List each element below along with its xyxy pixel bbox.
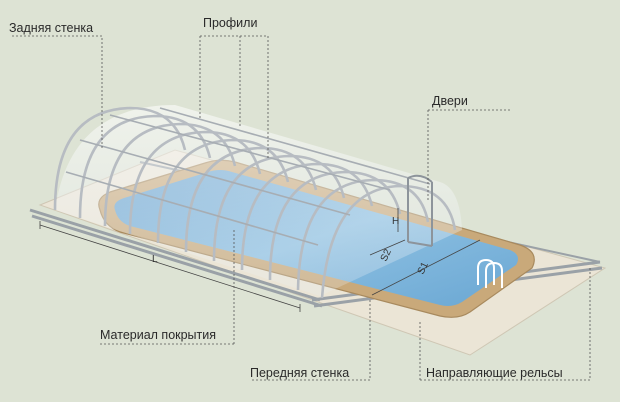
dim-height-label: H <box>392 216 399 227</box>
dim-length-label: L <box>152 254 158 265</box>
front-wall-door <box>407 174 433 247</box>
dome-cover <box>55 105 462 296</box>
label-cover-material: Материал покрытия <box>100 328 217 342</box>
label-back-wall: Задняя стенка <box>9 21 94 35</box>
label-guide-rails: Направляющие рельсы <box>426 366 563 380</box>
leader-lines <box>12 35 591 381</box>
dimension-lines <box>39 208 481 312</box>
purlins <box>65 107 431 246</box>
pool-ladder <box>477 258 503 288</box>
dim-s1-label: S1 <box>416 260 431 276</box>
label-doors: Двери <box>432 94 468 108</box>
dim-s2-label: S2 <box>379 247 394 263</box>
label-profiles: Профили <box>203 16 258 30</box>
label-front-wall: Передняя стенка <box>250 366 350 380</box>
